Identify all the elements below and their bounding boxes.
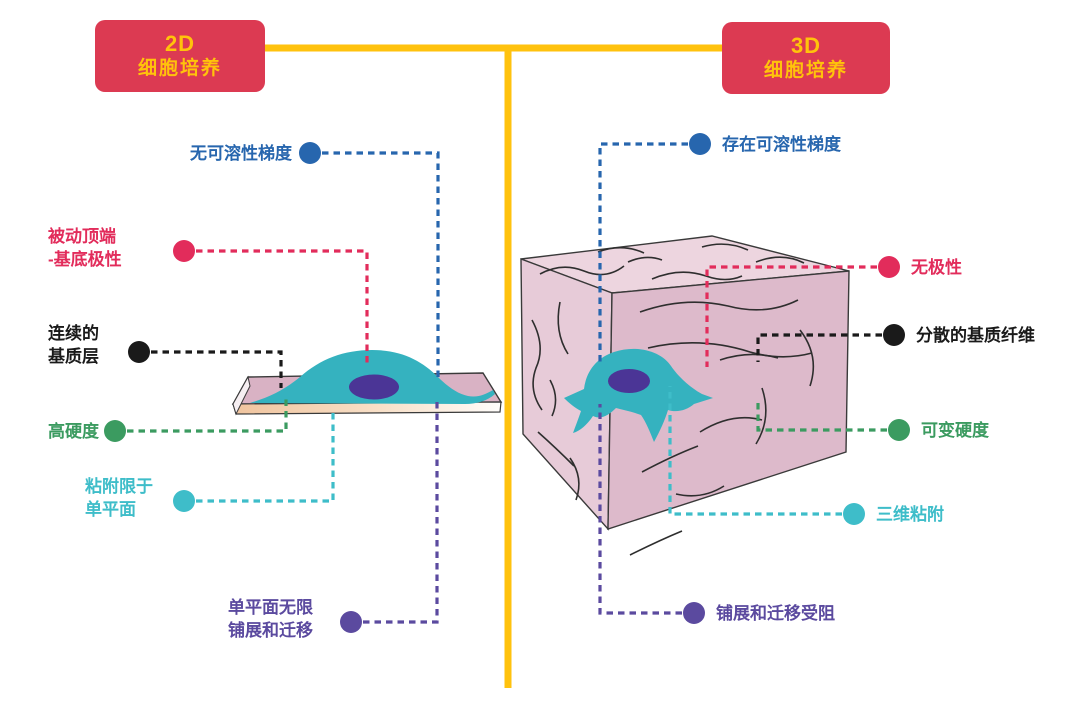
label-unlimited-spread-migration: 单平面无限 铺展和迁移 [228, 598, 313, 640]
label-three-dimensional-adhesion: 三维粘附 [876, 505, 944, 524]
leader-soluble-gradient-present [598, 142, 688, 362]
label-dispersed-matrix-fibers: 分散的基质纤维 [916, 326, 1035, 345]
leader-unlimited-spread [363, 398, 439, 624]
label-high-stiffness: 高硬度 [48, 422, 99, 441]
leader-passive-polarity [196, 249, 369, 366]
leader-continuous-matrix [151, 350, 283, 388]
dot-dispersed-fibers [883, 324, 905, 346]
leader-adhesion-single-plane [196, 408, 335, 503]
dot-no-polarity [878, 256, 900, 278]
dot-variable-stiffness [888, 419, 910, 441]
2d-title: 2D [164, 31, 196, 56]
dot-unlimited-spread [340, 611, 362, 633]
label-soluble-gradient-present: 存在可溶性梯度 [722, 135, 841, 154]
cell-nucleus-3d [608, 369, 650, 393]
dot-passive-polarity [173, 240, 195, 262]
dot-adhesion-single-plane [173, 490, 195, 512]
leader-spread-hindered [598, 404, 682, 615]
yellow-connector [263, 44, 724, 688]
3d-title: 3D [790, 33, 822, 58]
label-dots [104, 133, 910, 633]
leader-variable-stiffness [756, 403, 887, 432]
label-passive-apical-basal-polarity: 被动顶端 -基底极性 [48, 227, 122, 269]
cell-2d [250, 350, 495, 404]
label-variable-stiffness: 可变硬度 [921, 421, 989, 440]
dot-no-soluble-gradient [299, 142, 321, 164]
3d-culture-box: 3D 细胞培养 [722, 22, 890, 94]
dot-3d-adhesion [843, 503, 865, 525]
dot-high-stiffness [104, 420, 126, 442]
leader-3d-adhesion [668, 386, 842, 516]
2d-subtitle: 细胞培养 [137, 58, 222, 79]
label-spread-migration-hindered: 铺展和迁移受阻 [716, 604, 835, 623]
3d-subtitle: 细胞培养 [763, 60, 848, 81]
dot-spread-hindered [683, 602, 705, 624]
2d-culture-box: 2D 细胞培养 [95, 20, 265, 92]
leader-dispersed-fibers [756, 333, 882, 362]
cell-3d [564, 348, 713, 442]
label-no-polarity: 无极性 [911, 258, 962, 277]
cell-nucleus-2d [349, 374, 399, 400]
dot-soluble-gradient-present [689, 133, 711, 155]
label-continuous-matrix-layer: 连续的 基质层 [48, 324, 99, 366]
label-no-soluble-gradient: 无可溶性梯度 [190, 144, 292, 163]
dot-continuous-matrix [128, 341, 150, 363]
leader-no-soluble-gradient [322, 151, 440, 378]
label-adhesion-limited-single-plane: 粘附限于 单平面 [85, 477, 153, 519]
